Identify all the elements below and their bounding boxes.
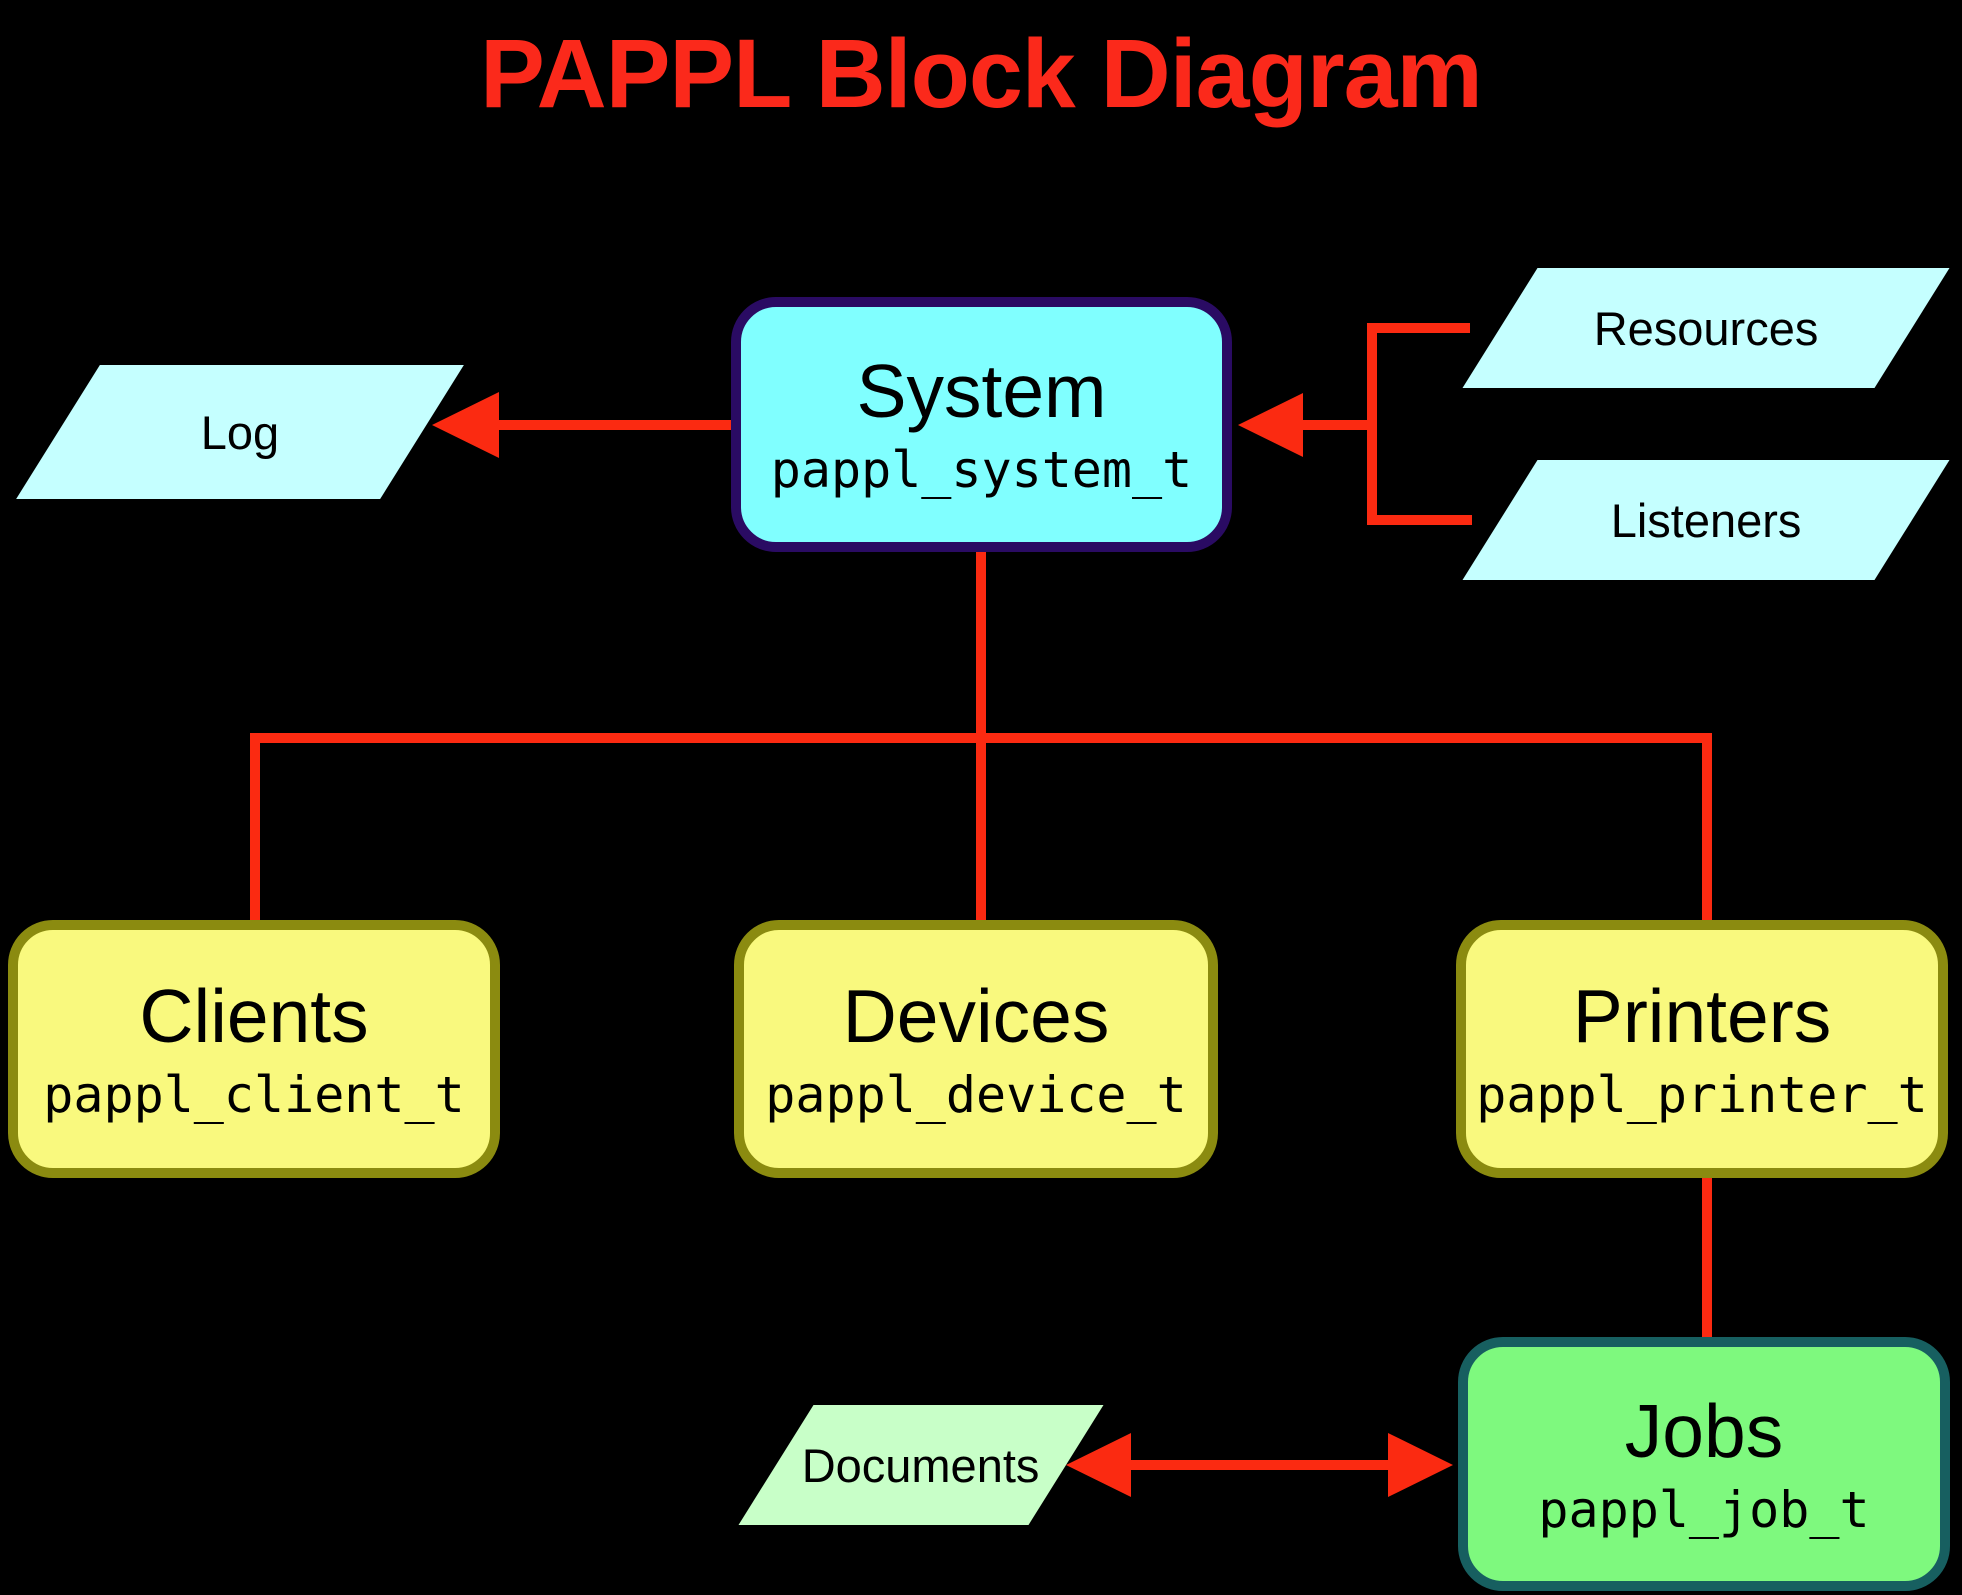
node-system: System pappl_system_t <box>731 297 1232 552</box>
node-devices: Devices pappl_device_t <box>734 920 1218 1178</box>
node-clients: Clients pappl_client_t <box>8 920 500 1178</box>
edge-bracket-resources-listeners <box>1367 323 1472 525</box>
node-log-label: Log <box>200 405 280 459</box>
node-devices-label: Devices <box>842 973 1110 1058</box>
arrowhead-into-jobs <box>1388 1433 1453 1497</box>
node-listeners-label: Listeners <box>1610 493 1802 547</box>
arrowhead-into-system <box>1238 393 1303 457</box>
node-jobs-type: pappl_job_t <box>1538 1480 1870 1539</box>
arrowhead-into-log <box>432 392 499 458</box>
edge-bus-clients-printers <box>250 733 1712 925</box>
node-jobs-label: Jobs <box>1624 1388 1784 1473</box>
node-documents-label: Documents <box>802 1438 1040 1492</box>
node-printers-type: pappl_printer_t <box>1476 1065 1928 1124</box>
node-clients-type: pappl_client_t <box>43 1065 465 1124</box>
node-printers-label: Printers <box>1572 973 1832 1058</box>
page-title: PAPPL Block Diagram <box>480 19 1483 128</box>
node-devices-type: pappl_device_t <box>765 1065 1187 1124</box>
node-printers: Printers pappl_printer_t <box>1456 920 1948 1178</box>
arrowhead-into-documents <box>1066 1433 1131 1497</box>
node-resources: Resources <box>1462 268 1950 388</box>
node-jobs: Jobs pappl_job_t <box>1458 1337 1950 1591</box>
node-clients-label: Clients <box>139 973 369 1058</box>
node-resources-label: Resources <box>1593 301 1819 355</box>
node-system-type: pappl_system_t <box>770 441 1193 499</box>
node-system-label: System <box>856 349 1107 433</box>
node-listeners: Listeners <box>1462 460 1950 580</box>
